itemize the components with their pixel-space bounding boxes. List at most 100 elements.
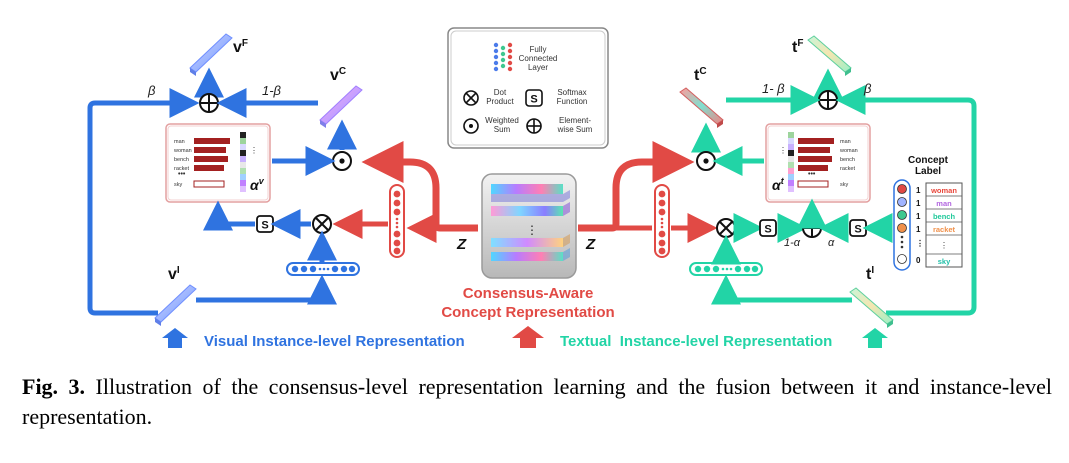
concept-value-2: 1 — [916, 212, 921, 221]
tF-vector — [807, 35, 852, 76]
v-bar-label-2: bench — [174, 157, 189, 163]
fc-layer-icon — [493, 42, 513, 72]
caption-text: Illustration of the consensus-level repr… — [22, 374, 1053, 429]
visual-one-minus-beta: 1-β — [262, 83, 282, 98]
visual-element-sum — [199, 93, 219, 113]
textual-alpha-weight: α — [828, 237, 835, 249]
svg-text:S: S — [764, 224, 771, 236]
textual-feature-vector — [689, 262, 763, 276]
caption-label: Fig. 3. — [22, 374, 86, 399]
tC-label: tC — [694, 66, 707, 84]
consensus-center: Z ⋮ Z Consensus-Aware C — [332, 141, 718, 348]
svg-text:S: S — [530, 94, 537, 106]
visual-input-arrow — [162, 328, 188, 348]
concept-value-1: 1 — [916, 199, 921, 208]
concept-name-4: ⋮ — [940, 241, 948, 250]
svg-text:S: S — [854, 224, 861, 236]
red-vector-right — [654, 184, 670, 258]
concept-name-3: racket — [933, 225, 956, 234]
visual-beta: β — [147, 83, 156, 98]
concept-representation-box: ⋮ — [481, 173, 577, 279]
textual-attention-panel: ⋮ man woman bench racket ••• sky αt — [765, 123, 871, 203]
svg-text:•••: ••• — [808, 171, 816, 178]
svg-text:⋮: ⋮ — [526, 223, 538, 237]
t-bar-label-4: sky — [840, 182, 849, 188]
svg-text:⋮: ⋮ — [250, 146, 258, 155]
vF-vector — [189, 33, 233, 76]
t-bar-label-3: racket — [840, 166, 855, 172]
t-bar-label-2: bench — [840, 157, 855, 163]
textual-alpha-label: αt — [772, 176, 785, 193]
textual-softmax-1: S — [759, 219, 777, 237]
softmax-icon: S — [525, 89, 543, 107]
svg-text:•••: ••• — [178, 171, 186, 178]
concept-value-5: 0 — [916, 256, 921, 265]
concept-value-0: 1 — [916, 186, 921, 195]
textual-softmax-2: S — [849, 219, 867, 237]
tC-vector — [679, 87, 724, 128]
svg-text:S: S — [261, 220, 268, 232]
tI-label: tI — [866, 265, 874, 283]
concept-name-5: sky — [938, 257, 951, 266]
concept-table: 1 1 1 1 ⋮ 0 woman man bench racket ⋮ sky — [916, 182, 963, 268]
center-title-line2: Concept Representation — [441, 304, 614, 321]
element-sum-icon — [526, 118, 542, 134]
textual-dot-product — [716, 218, 736, 238]
t-bar-label-1: woman — [839, 148, 858, 154]
v-bar-label-0: man — [174, 139, 185, 145]
vI-vector — [154, 284, 197, 326]
vF-label: vF — [233, 38, 248, 56]
visual-attention-panel: man woman bench racket ••• sky — [165, 123, 271, 203]
textual-branch: tC tF 1- β β — [560, 35, 977, 350]
v-bar-label-1: woman — [173, 148, 192, 154]
t-attention-bars — [797, 138, 834, 188]
v-bar-label-4: sky — [174, 182, 183, 188]
textual-beta: β — [863, 81, 872, 96]
concept-name-0: woman — [930, 186, 957, 195]
tI-vector — [849, 287, 894, 328]
textual-alpha-sum — [802, 218, 822, 238]
v-attention-bars — [193, 138, 230, 188]
concept-name-2: bench — [933, 212, 956, 221]
concept-onehot-vector — [893, 179, 911, 271]
v-bar-label-3: racket — [174, 166, 189, 172]
concept-value-4: ⋮ — [916, 239, 924, 248]
concept-value-3: 1 — [916, 225, 921, 234]
concept-name-1: man — [936, 199, 952, 208]
textual-title: Textual Instance-level Representation — [560, 333, 832, 350]
figure-caption: Fig. 3. Illustration of the consensus-le… — [22, 372, 1052, 432]
tF-label: tF — [792, 38, 803, 56]
z-right-label: Z — [585, 236, 596, 253]
t-bar-label-0: man — [840, 139, 851, 145]
visual-alpha-label: αv — [250, 176, 265, 193]
visual-dot-product — [312, 214, 332, 234]
vC-vector — [319, 85, 363, 128]
textual-element-sum — [818, 90, 838, 110]
z-left-label: Z — [456, 236, 467, 253]
t-attention-vector — [788, 132, 794, 192]
center-input-arrow — [512, 326, 544, 348]
dot-product-icon — [463, 90, 479, 106]
visual-feature-vector — [286, 262, 360, 276]
textual-weighted-sum — [696, 151, 716, 171]
weighted-sum-icon — [463, 118, 479, 134]
visual-softmax: S — [256, 215, 274, 233]
center-title-line1: Consensus-Aware — [463, 285, 594, 302]
visual-title: Visual Instance-level Representation — [204, 333, 465, 350]
textual-input-arrow — [862, 328, 888, 348]
visual-branch: vF vC 1-β β man woman — [87, 33, 465, 350]
visual-weighted-sum — [332, 151, 352, 171]
v-attention-vector — [240, 132, 246, 192]
element-sum-label: Element-wise Sum — [557, 116, 593, 134]
vI-label: vI — [168, 265, 180, 283]
vC-label: vC — [330, 66, 346, 84]
red-vector-left — [389, 184, 405, 258]
svg-text:⋮: ⋮ — [779, 146, 787, 155]
